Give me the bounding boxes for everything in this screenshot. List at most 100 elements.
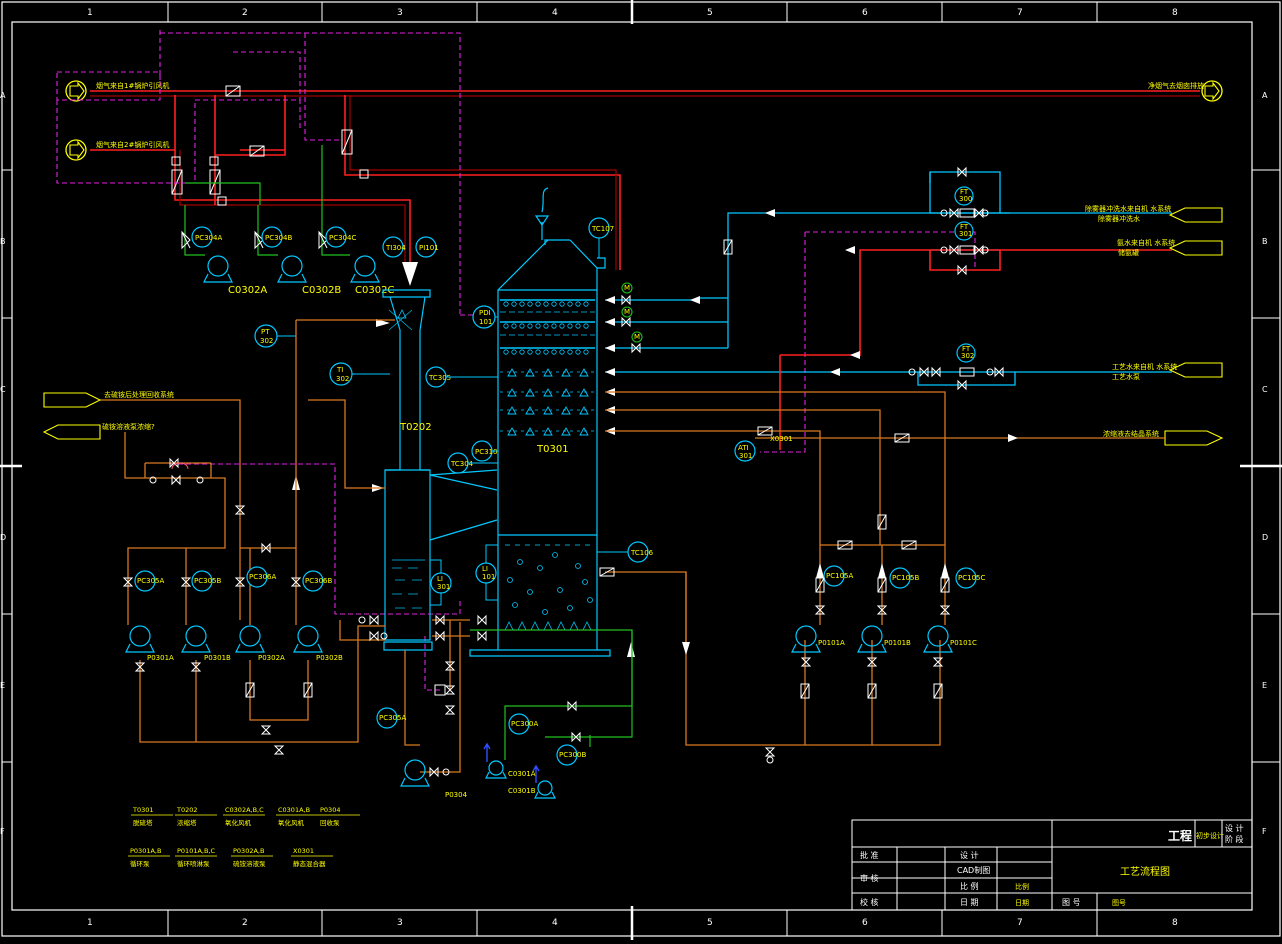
column-label-bottom: 8 [1172, 918, 1178, 928]
nozzle [575, 323, 581, 329]
fan-valves [181, 230, 328, 250]
ft301-a: FT [960, 223, 969, 231]
legend-code: P0101A,B,C [177, 847, 215, 855]
column-label-bottom: 5 [707, 918, 713, 928]
flue-dampers [171, 85, 369, 206]
tb-review: 审 核 [860, 873, 879, 883]
spray-cone [561, 388, 571, 397]
tower-internals [500, 299, 597, 631]
pump-c0301b [534, 780, 556, 799]
title-block [851, 819, 1253, 911]
mv-1: M [624, 284, 630, 292]
control-signal-lines [56, 30, 976, 691]
fan-c0302a [203, 255, 233, 283]
x0301-label: X0301 [770, 435, 793, 443]
spray-cone [507, 388, 517, 397]
ati301-a: ATI [738, 444, 749, 452]
flag-left-in [42, 424, 101, 440]
bubble [507, 577, 513, 583]
tc107: TC107 [591, 225, 614, 233]
flag-concentrate [1164, 430, 1224, 446]
ati301-b: 301 [739, 452, 752, 460]
fan-label-b: C0302B [302, 285, 341, 296]
tb-scale-val: 比例 [1015, 882, 1029, 891]
spray-cone [543, 406, 553, 415]
sparger [556, 621, 566, 631]
tb-phase-a: 初步设计 [1196, 831, 1224, 840]
pump-p0101a-label: P0101A [818, 639, 845, 647]
nozzle [551, 301, 557, 307]
column-label-top: 1 [87, 8, 93, 18]
row-label-left: C [0, 385, 6, 394]
li101-b: 101 [482, 573, 495, 581]
column-label-bottom: 2 [242, 918, 248, 928]
pc300a: PC300A [511, 720, 538, 728]
pump-p0302a [235, 625, 265, 653]
equipment-legend: T0301脱硫塔T0202浓缩塔C0302A,B,C氧化风机C0301A,B氧化… [128, 806, 360, 868]
row-label-left: A [0, 91, 6, 100]
process-water-lines [605, 171, 1172, 386]
spray-cone [525, 406, 535, 415]
pc305a-low: PC305A [379, 714, 406, 722]
pc306b: PC306B [305, 577, 332, 585]
pc300b: PC300B [559, 751, 586, 759]
column-label-bottom: 3 [397, 918, 403, 928]
flag-cooling [1168, 207, 1223, 223]
pump-p0101b-label: P0101B [884, 639, 911, 647]
spray-cone [525, 388, 535, 397]
pc105b: PC105B [892, 574, 919, 582]
sparger [543, 621, 553, 631]
pump-p0302b [293, 625, 323, 653]
tb-project: 工程 [1168, 828, 1192, 843]
left-in-label: 硫铵溶液泵浓缩? [102, 422, 155, 431]
nozzle [543, 349, 549, 355]
spray-cone [507, 406, 517, 415]
row-label-right: D [1262, 533, 1268, 542]
pdi101-b: 101 [479, 318, 492, 326]
li301-a: LI [437, 575, 443, 583]
pdi101-a: PDI [479, 309, 491, 317]
pump-p0301a-label: P0301A [147, 654, 174, 662]
tower-t0202 [382, 289, 433, 651]
nozzle [527, 323, 533, 329]
nozzle [583, 323, 589, 329]
pt302-a: PT [261, 328, 270, 336]
li301-b: 301 [437, 583, 450, 591]
legend-code: T0301 [132, 806, 154, 814]
instrument-leaders [277, 238, 628, 606]
bubble [575, 563, 581, 569]
bottom-instruments [376, 707, 578, 766]
row-label-left: F [0, 827, 5, 836]
row-label-left: E [0, 681, 5, 690]
motor-valves [621, 282, 643, 343]
nozzle [575, 349, 581, 355]
sparger [582, 621, 592, 631]
nozzle [511, 301, 517, 307]
spray-cone [579, 388, 589, 397]
inner-border [11, 21, 1253, 911]
spray-cone [507, 368, 517, 377]
pump-p0301b [181, 625, 211, 653]
column-label-top: 4 [552, 8, 558, 18]
pc105c: PC105C [958, 574, 985, 582]
tb-design: 设 计 [960, 850, 979, 860]
nozzle [583, 301, 589, 307]
row-label-right: B [1262, 237, 1268, 246]
row-label-right: E [1262, 681, 1267, 690]
slurry-lines-left [100, 319, 470, 773]
legend-name: 浓缩塔 [177, 818, 197, 827]
bubble [567, 605, 573, 611]
process-water-line1: 工艺水来自机 水系统 [1112, 362, 1177, 371]
fan-lines [184, 145, 350, 256]
tower-t0301-label: T0301 [536, 444, 569, 455]
tc305: TC305 [428, 374, 451, 382]
ati-301 [734, 440, 756, 462]
sparger [530, 621, 540, 631]
pc105a: PC105A [826, 572, 853, 580]
bubble [517, 559, 523, 565]
flue-in-bottom-label: 烟气来自2#锅炉引风机 [96, 140, 169, 149]
